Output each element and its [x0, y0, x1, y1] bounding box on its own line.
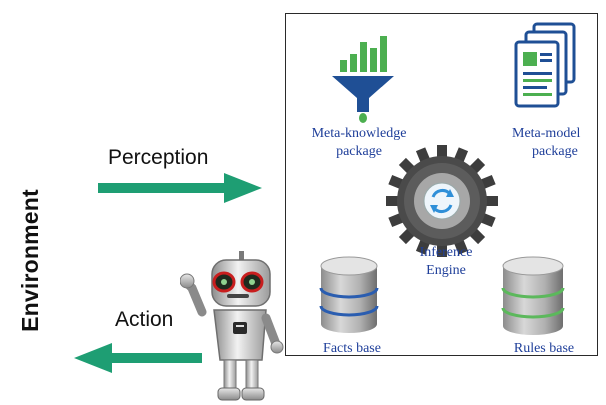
inference-engine-line2: Engine — [426, 263, 466, 278]
gear-sync-icon — [386, 145, 498, 257]
inference-engine-label: Inference Engine — [398, 244, 494, 280]
meta-knowledge-line1: Meta-knowledge — [311, 126, 407, 141]
meta-model-line1: Meta-model — [512, 126, 581, 141]
action-label: Action — [115, 308, 174, 331]
perception-arrow-icon — [98, 173, 262, 203]
meta-knowledge-line2: package — [336, 144, 382, 159]
inference-engine-line1: Inference — [419, 245, 473, 260]
database-green-icon — [501, 256, 565, 335]
meta-model-label: Meta-model package — [512, 125, 600, 161]
perception-label: Perception — [108, 146, 209, 169]
document-stack-icon — [514, 22, 576, 108]
environment-label-wrap: Environment — [10, 185, 50, 335]
database-blue-icon — [319, 256, 379, 333]
funnel-chart-icon — [332, 36, 394, 123]
environment-label: Environment — [16, 188, 43, 332]
rules-base-label: Rules base — [513, 341, 575, 356]
facts-base-label: Facts base — [323, 341, 381, 356]
meta-model-line2: package — [532, 144, 578, 159]
knowledge-system-panel: Meta-knowledge package Meta-model packag… — [285, 13, 598, 356]
meta-knowledge-label: Meta-knowledge package — [294, 125, 424, 161]
robot-agent-icon — [180, 251, 284, 401]
